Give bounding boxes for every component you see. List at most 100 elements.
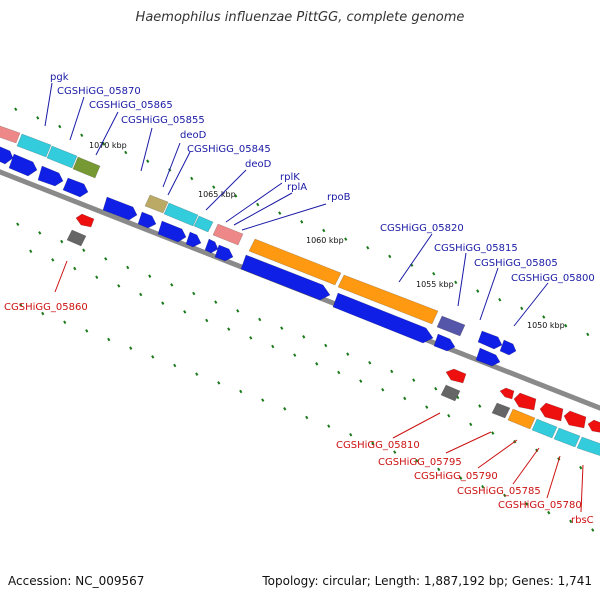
gene-label-05815: CGSHiGG_05815: [434, 243, 518, 254]
feature-05820: [337, 274, 439, 325]
cds-arrow-reverse: [587, 419, 600, 433]
leader-line: [392, 412, 441, 439]
minor-tick: [161, 301, 165, 305]
leader-line: [233, 192, 293, 226]
minor-tick: [195, 372, 199, 376]
minor-tick: [381, 388, 385, 392]
cds-arrow-reverse: [75, 213, 95, 228]
feature-pgk: [0, 125, 21, 144]
minor-tick: [454, 280, 458, 285]
minor-tick: [146, 159, 150, 163]
minor-tick: [80, 133, 84, 137]
gene-label-05790: CGSHiGG_05790: [414, 471, 498, 482]
scale-label: 1060 kbp: [306, 236, 344, 245]
leader-line: [580, 464, 584, 513]
leader-line: [513, 282, 549, 327]
minor-tick: [104, 257, 108, 261]
feature-cyan: [531, 418, 558, 439]
feature-05845: [163, 202, 199, 227]
minor-tick: [432, 271, 436, 276]
minor-tick: [217, 381, 221, 385]
minor-tick: [327, 424, 331, 428]
minor-tick: [139, 292, 143, 297]
minor-tick: [368, 361, 372, 365]
leader-line: [140, 127, 153, 172]
minor-tick: [344, 237, 348, 241]
minor-tick: [234, 194, 238, 198]
minor-tick: [278, 211, 282, 215]
feature-05815: [436, 315, 466, 337]
scale-label: 1065 kbp: [198, 190, 236, 199]
minor-tick: [415, 458, 419, 463]
minor-tick: [525, 502, 529, 506]
minor-tick: [371, 441, 375, 446]
gene-label-05860: CGSHiGG_05860: [4, 302, 88, 313]
minor-tick: [183, 310, 187, 314]
minor-tick: [403, 396, 407, 401]
minor-tick: [82, 248, 86, 252]
cds-arrow-reverse: [563, 410, 587, 429]
gene-label-05820: CGSHiGG_05820: [380, 223, 464, 234]
minor-tick: [302, 335, 306, 339]
cds-arrow: [332, 292, 434, 344]
accession-text: Accession: NC_009567: [8, 574, 145, 588]
minor-tick: [19, 303, 23, 307]
leader-line: [54, 260, 68, 293]
leader-line: [44, 82, 53, 127]
feature-rplK: [212, 223, 244, 246]
minor-tick: [212, 185, 216, 189]
map-title: Haemophilus influenzae PittGG, complete …: [135, 10, 465, 25]
minor-tick: [469, 422, 473, 427]
minor-tick: [124, 150, 128, 155]
minor-tick: [205, 318, 209, 323]
cds-arrow: [214, 244, 234, 262]
minor-tick: [192, 291, 196, 296]
minor-tick: [41, 311, 45, 316]
feature-05855: [72, 156, 101, 179]
minor-tick: [51, 258, 55, 262]
leader-line: [69, 96, 85, 141]
leader-line: [241, 203, 327, 231]
minor-tick: [102, 142, 106, 146]
feature-deoD-a: [144, 194, 169, 214]
minor-tick: [586, 332, 590, 337]
leader-line: [445, 431, 492, 454]
cds-arrow: [204, 238, 219, 254]
minor-tick: [393, 450, 397, 454]
minor-tick: [305, 415, 309, 420]
minor-tick: [239, 389, 243, 394]
minor-tick: [227, 327, 231, 331]
cds-arrow: [137, 211, 157, 229]
minor-tick: [58, 124, 62, 129]
leader-line: [162, 142, 181, 188]
minor-tick: [283, 407, 287, 411]
cds-arrow: [475, 347, 501, 367]
minor-tick: [16, 222, 20, 227]
minor-tick: [60, 239, 64, 244]
leader-line: [477, 439, 518, 469]
gene-label-rplK: rplK: [280, 172, 300, 183]
gene-label-rplA: rplA: [287, 182, 307, 193]
feature-05865: [46, 145, 78, 169]
gene-label-05780: CGSHiGG_05780: [498, 500, 582, 511]
minor-tick: [359, 379, 363, 383]
minor-tick: [280, 326, 284, 330]
gene-label-05855: CGSHiGG_05855: [121, 115, 205, 126]
gene-label-05870: CGSHiGG_05870: [57, 86, 141, 97]
cds-arrow-reverse: [499, 387, 515, 400]
minor-tick: [569, 519, 573, 524]
minor-tick: [366, 246, 370, 250]
minor-tick: [520, 306, 524, 311]
cds-arrow: [0, 146, 14, 165]
minor-tick: [491, 431, 495, 435]
minor-tick: [498, 297, 502, 302]
gene-label-05865: CGSHiGG_05865: [89, 100, 173, 111]
cds-arrow: [185, 231, 202, 248]
cds-arrow: [240, 254, 331, 301]
minor-tick: [456, 395, 460, 400]
cds-arrow-reverse: [513, 392, 537, 411]
minor-tick: [447, 413, 451, 418]
minor-ticks: [14, 107, 595, 532]
leader-line: [546, 455, 561, 499]
minor-tick: [542, 315, 546, 319]
